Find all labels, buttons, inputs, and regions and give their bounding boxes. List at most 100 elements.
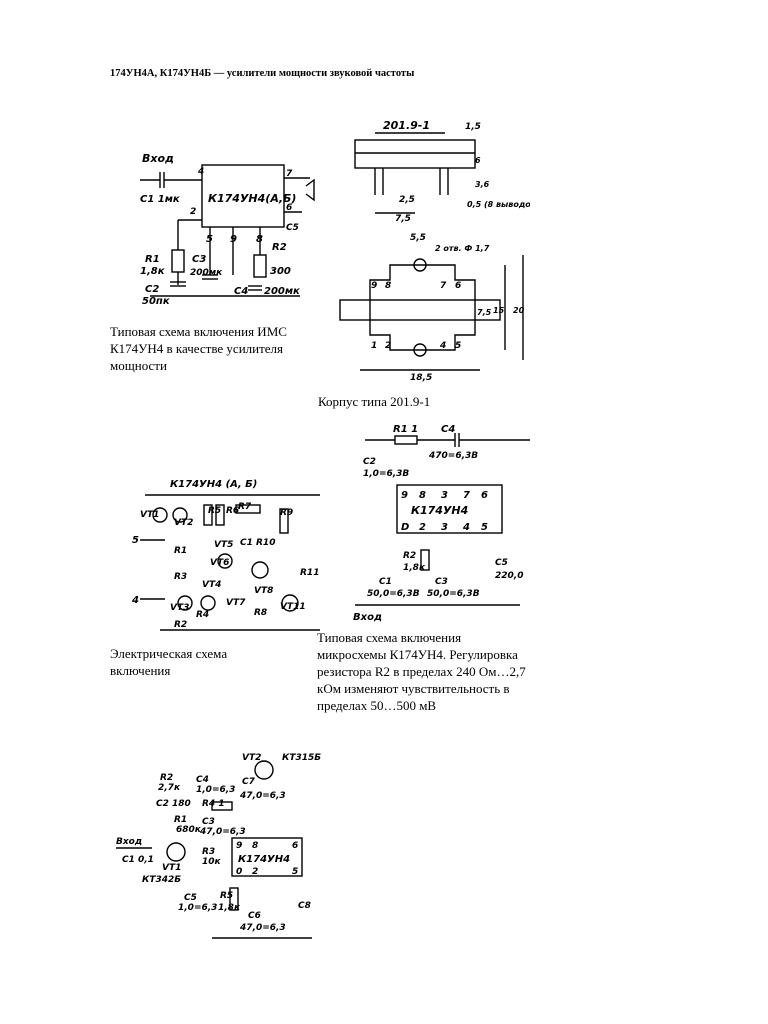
svg-text:4: 4 bbox=[462, 522, 470, 533]
svg-text:VT4: VT4 bbox=[202, 580, 221, 590]
svg-text:4: 4 bbox=[439, 341, 446, 351]
caption-electrical-schematic: Электрическая схема включения bbox=[110, 646, 228, 678]
svg-text:КТ342Б: КТ342Б bbox=[142, 875, 181, 885]
svg-text:47,0=6,3: 47,0=6,3 bbox=[239, 791, 286, 801]
svg-text:К174УН4: К174УН4 bbox=[411, 504, 468, 517]
svg-text:R4: R4 bbox=[196, 610, 209, 620]
svg-text:К174УН4(А,Б): К174УН4(А,Б) bbox=[208, 192, 296, 205]
figure-package-drawing: 201.9-1 1,5 2,5 7,5 0,5 (8 выводов) 63,6… bbox=[335, 115, 530, 385]
svg-text:1,8к: 1,8к bbox=[403, 563, 426, 573]
svg-text:7,5: 7,5 bbox=[477, 308, 492, 317]
svg-text:C2: C2 bbox=[145, 284, 159, 295]
svg-text:VT7: VT7 bbox=[226, 598, 246, 608]
svg-text:C3: C3 bbox=[435, 577, 448, 587]
svg-text:1,0=6,3: 1,0=6,3 bbox=[178, 903, 217, 913]
svg-text:6: 6 bbox=[481, 490, 488, 501]
svg-text:2,5: 2,5 bbox=[399, 195, 415, 205]
svg-text:201.9-1: 201.9-1 bbox=[383, 119, 430, 132]
svg-text:R10: R10 bbox=[256, 538, 275, 548]
svg-text:3: 3 bbox=[441, 490, 448, 501]
svg-text:47,0=6,3: 47,0=6,3 bbox=[199, 827, 246, 837]
svg-text:VT1: VT1 bbox=[162, 863, 181, 873]
svg-text:8: 8 bbox=[252, 841, 258, 851]
svg-text:7: 7 bbox=[463, 490, 470, 501]
caption-package: Корпус типа 201.9-1 bbox=[318, 394, 431, 409]
svg-text:7: 7 bbox=[440, 281, 447, 291]
svg-text:VT8: VT8 bbox=[254, 586, 273, 596]
svg-text:6: 6 bbox=[475, 156, 481, 165]
svg-text:220,0: 220,0 bbox=[495, 571, 523, 581]
svg-text:20: 20 bbox=[513, 306, 525, 315]
svg-text:D: D bbox=[401, 522, 409, 533]
svg-text:R2: R2 bbox=[174, 620, 187, 630]
svg-text:6: 6 bbox=[455, 281, 461, 291]
svg-text:R4 1: R4 1 bbox=[202, 799, 225, 809]
svg-text:5: 5 bbox=[455, 341, 461, 351]
svg-text:1,0=6,3В: 1,0=6,3В bbox=[363, 469, 409, 479]
svg-text:R5: R5 bbox=[220, 891, 233, 901]
svg-text:C4: C4 bbox=[234, 286, 248, 297]
svg-text:C6: C6 bbox=[248, 911, 261, 921]
svg-text:C7: C7 bbox=[242, 777, 256, 787]
svg-text:Вход: Вход bbox=[116, 837, 142, 847]
svg-text:C8: C8 bbox=[298, 901, 311, 911]
svg-text:9: 9 bbox=[371, 281, 377, 291]
svg-text:R1: R1 bbox=[174, 815, 187, 825]
svg-text:C2: C2 bbox=[363, 457, 376, 467]
svg-text:VT5: VT5 bbox=[214, 540, 233, 550]
svg-text:3,6: 3,6 bbox=[475, 180, 490, 189]
svg-text:0: 0 bbox=[236, 867, 242, 877]
svg-text:1: 1 bbox=[371, 341, 377, 351]
svg-text:47,0=6,3: 47,0=6,3 bbox=[239, 923, 286, 933]
svg-text:R11: R11 bbox=[300, 568, 319, 578]
svg-text:R6: R6 bbox=[226, 506, 239, 516]
svg-text:15: 15 bbox=[493, 306, 505, 315]
svg-text:Вход: Вход bbox=[142, 152, 174, 165]
svg-text:C1: C1 bbox=[379, 577, 392, 587]
svg-text:4: 4 bbox=[131, 595, 139, 606]
svg-text:10к: 10к bbox=[202, 857, 222, 867]
svg-text:6: 6 bbox=[286, 203, 292, 213]
svg-text:300: 300 bbox=[270, 266, 291, 277]
svg-text:5: 5 bbox=[132, 535, 139, 546]
svg-text:R7: R7 bbox=[238, 502, 252, 512]
svg-text:R5: R5 bbox=[208, 506, 221, 516]
svg-text:C4: C4 bbox=[196, 775, 209, 785]
caption-typical-power-amp: Типовая схема включения ИМС К174УН4 в ка… bbox=[110, 324, 287, 373]
svg-text:C5: C5 bbox=[286, 223, 299, 233]
svg-text:2 отв. Ф 1,7: 2 отв. Ф 1,7 bbox=[435, 244, 490, 253]
caption-typical-sensitivity: Типовая схема включения микросхемы К174У… bbox=[317, 630, 526, 713]
svg-text:50,0=6,3В: 50,0=6,3В bbox=[367, 589, 420, 599]
svg-text:R2: R2 bbox=[403, 551, 416, 561]
svg-text:9: 9 bbox=[236, 841, 242, 851]
svg-text:КТ315Б: КТ315Б bbox=[282, 753, 321, 763]
svg-text:C2 180: C2 180 bbox=[156, 799, 191, 809]
svg-text:C3: C3 bbox=[202, 817, 215, 827]
svg-text:К174УН4 (А, Б): К174УН4 (А, Б) bbox=[170, 479, 257, 490]
svg-text:C5: C5 bbox=[184, 893, 197, 903]
svg-text:1,5: 1,5 bbox=[465, 122, 481, 132]
svg-text:R9: R9 bbox=[280, 508, 293, 518]
svg-text:8: 8 bbox=[385, 281, 391, 291]
svg-text:4: 4 bbox=[197, 167, 204, 177]
svg-text:R2: R2 bbox=[160, 773, 173, 783]
svg-text:9: 9 bbox=[401, 490, 408, 501]
svg-text:2: 2 bbox=[190, 207, 196, 217]
svg-text:2: 2 bbox=[385, 341, 391, 351]
svg-text:18,5: 18,5 bbox=[410, 373, 432, 383]
svg-text:6: 6 bbox=[292, 841, 298, 851]
svg-text:C3: C3 bbox=[192, 254, 206, 265]
svg-text:R3: R3 bbox=[202, 847, 215, 857]
svg-text:R3: R3 bbox=[174, 572, 187, 582]
svg-text:R1: R1 bbox=[174, 546, 187, 556]
svg-text:7: 7 bbox=[286, 169, 293, 179]
svg-text:К174УН4: К174УН4 bbox=[238, 854, 290, 865]
svg-text:200мк: 200мк bbox=[190, 268, 223, 278]
svg-text:VT2: VT2 bbox=[242, 753, 261, 763]
svg-text:3: 3 bbox=[441, 522, 448, 533]
svg-text:R8: R8 bbox=[254, 608, 267, 618]
